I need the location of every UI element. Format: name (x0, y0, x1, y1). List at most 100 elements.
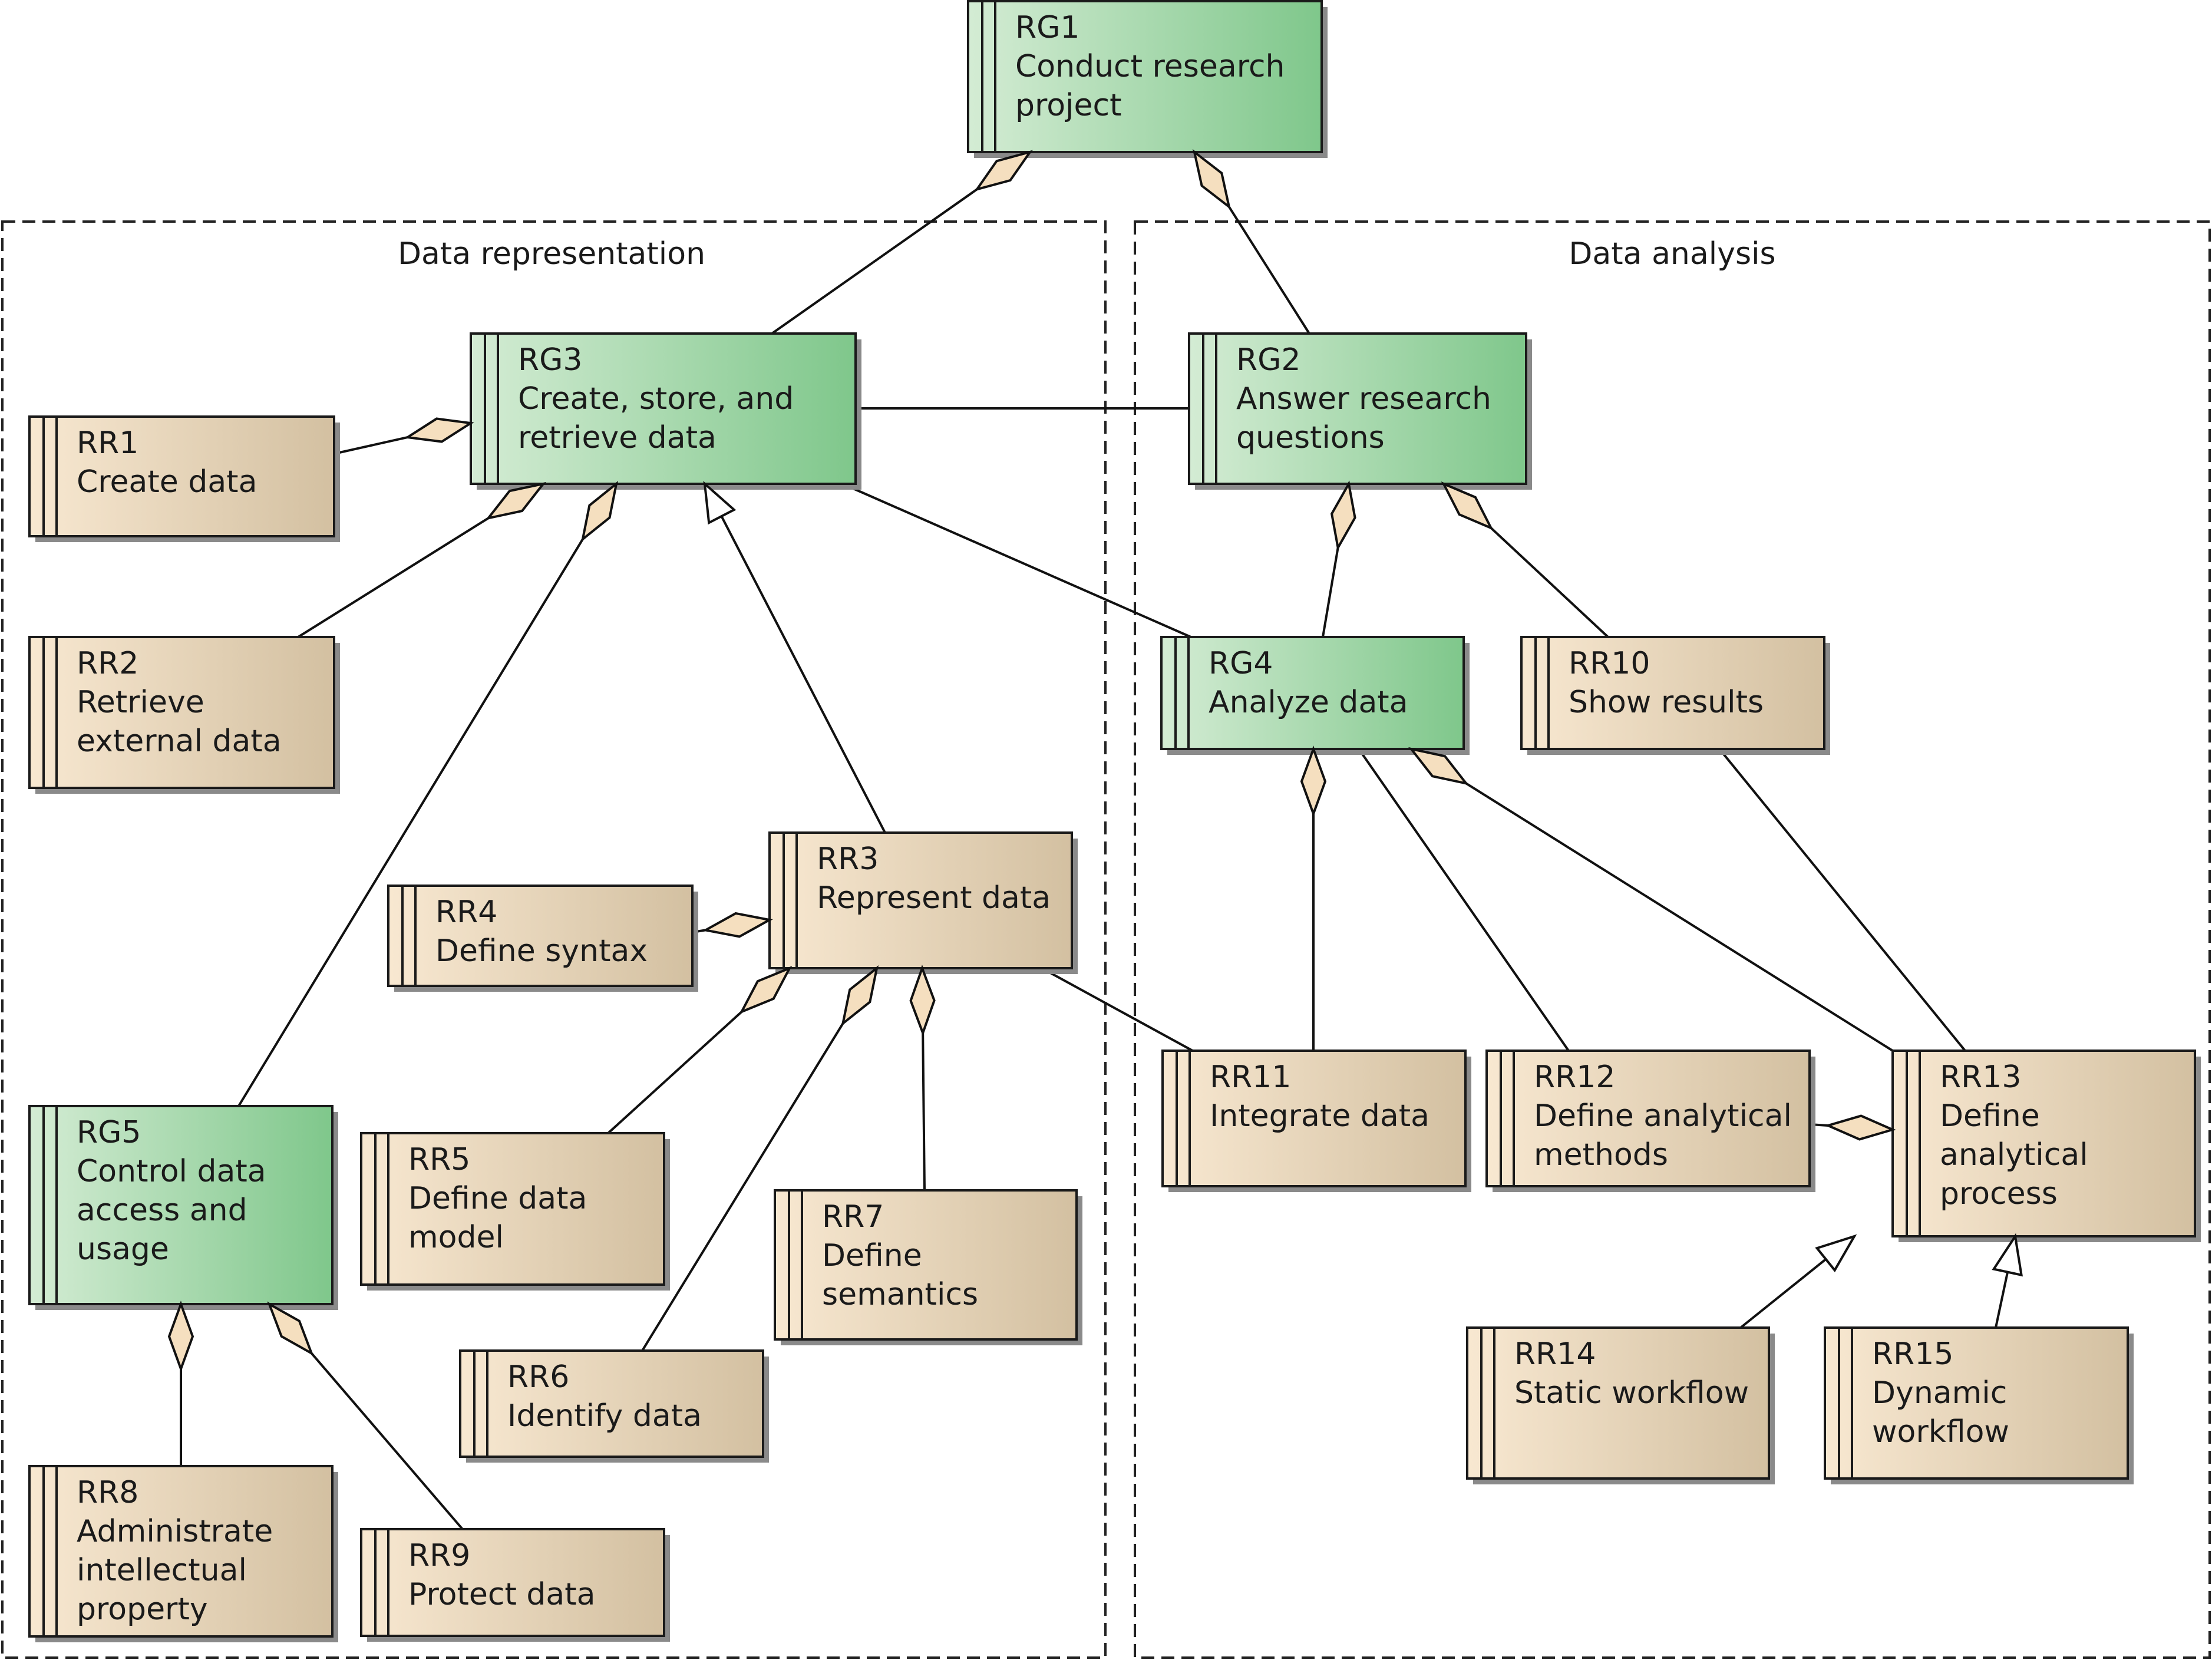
edge-rr7-rr3 (922, 1032, 926, 1191)
aggregation-diamond-rg5-rg3 (580, 480, 619, 543)
edge-rr15-rr13 (1995, 1272, 2009, 1328)
aggregation-diamond-rr2-rg3 (485, 481, 546, 520)
node-title-line: Identify data (507, 1398, 702, 1434)
node-title-line: Represent data (817, 880, 1051, 916)
node-box (459, 1349, 764, 1458)
aggregation-diamond-rr12-rr13 (1824, 1114, 1896, 1141)
node-box (1188, 332, 1527, 485)
aggregation-diamond-rr5-rr3 (739, 966, 793, 1014)
node-id-label: RR3 (817, 841, 879, 877)
node-title-line: Define analytical (1534, 1098, 1792, 1134)
node-box (967, 0, 1323, 153)
node-box (28, 1465, 334, 1638)
edge-rr2-rg3 (297, 517, 489, 638)
edge-rr10-rg2 (1490, 527, 1609, 638)
aggregation-diamond-rr4-rr3 (702, 912, 773, 938)
node-title-line: Retrieve (77, 685, 204, 720)
node-box (768, 831, 1073, 969)
node-box (1891, 1050, 2196, 1237)
node-id-label: RG2 (1236, 342, 1301, 378)
node-title-line: Create data (77, 464, 257, 500)
aggregation-diamond-rg3-rg1 (974, 150, 1033, 192)
node-id-label: RG4 (1209, 646, 1273, 681)
node-box (28, 636, 335, 789)
aggregation-diamond-rr7-rr3 (909, 965, 936, 1037)
node-box (387, 885, 694, 987)
node-title-line: Define data (408, 1181, 587, 1216)
node-id-label: RG1 (1015, 10, 1080, 45)
edge-rg3-rg4 (834, 479, 1191, 638)
node-box (28, 415, 335, 537)
node-title-line: Analyze data (1209, 685, 1408, 720)
node-id-label: RR15 (1872, 1336, 1953, 1372)
node-box (1520, 636, 1825, 750)
node-id-label: RR10 (1569, 646, 1650, 681)
node-box (360, 1528, 665, 1637)
node-box (1824, 1326, 2129, 1480)
node-box (28, 1105, 334, 1305)
node-title-line: Create, store, and (518, 381, 794, 417)
node-id-label: RG5 (77, 1115, 141, 1150)
node-title-line: Show results (1569, 685, 1764, 720)
edge-rr10-rr13 (1718, 748, 1966, 1052)
node-title-line: Integrate data (1210, 1098, 1429, 1134)
aggregation-diamond-rg4-rg2 (1330, 480, 1356, 552)
edge-rr13-rg4 (1465, 782, 1894, 1052)
node-title-line: intellectual (77, 1553, 247, 1588)
node-title-line: Define syntax (435, 933, 648, 969)
node-id-label: RR9 (408, 1538, 470, 1573)
aggregation-diamond-rr11-rg4 (1300, 745, 1327, 817)
node-title-line: analytical (1940, 1137, 2088, 1173)
node-title-line: property (77, 1592, 208, 1627)
node-id-label: RR4 (435, 895, 497, 930)
node-box (774, 1189, 1078, 1341)
aggregation-diamond-rr9-rg5 (267, 1301, 314, 1356)
node-title-line: Answer research (1236, 381, 1491, 417)
node-box (360, 1132, 665, 1286)
node-title-line: semantics (822, 1277, 978, 1312)
node-title-line: Define (822, 1238, 922, 1273)
node-title-line: external data (77, 724, 282, 759)
node-id-label: RR8 (77, 1475, 138, 1510)
node-id-label: RR2 (77, 646, 138, 681)
node-title-line: project (1015, 88, 1121, 123)
node-title-line: Administrate (77, 1514, 273, 1549)
edge-rg5-rg3 (237, 538, 584, 1107)
aggregation-diamond-rr6-rr3 (841, 965, 879, 1027)
node-box (1161, 1050, 1467, 1187)
node-title-line: Control data (77, 1154, 266, 1189)
node-id-label: RG3 (518, 342, 583, 378)
aggregation-diamond-rg2-rg1 (1192, 149, 1231, 210)
edge-rg4-rr12 (1358, 748, 1570, 1052)
edge-rr3-rr11 (1041, 967, 1193, 1052)
node-box (1160, 636, 1465, 750)
aggregation-diamond-rr8-rg5 (167, 1301, 194, 1372)
generalization-triangle-rr3-rg3 (703, 481, 737, 525)
edge-rg3-rg1 (771, 188, 978, 335)
edge-rr14-rr13 (1739, 1258, 1827, 1329)
node-id-label: RR5 (408, 1142, 470, 1177)
node-title-line: Conduct research (1015, 49, 1285, 84)
marker-layer (167, 149, 2023, 1372)
